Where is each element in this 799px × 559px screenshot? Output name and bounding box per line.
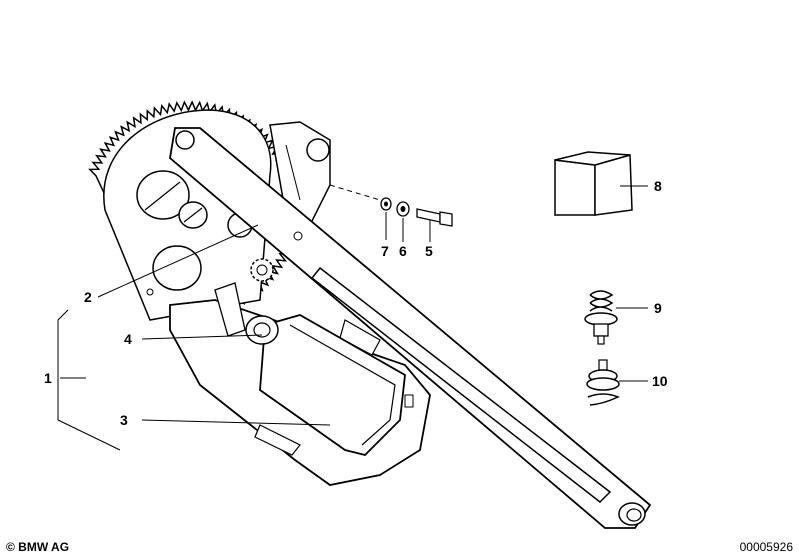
buffer-with-spring	[586, 359, 620, 406]
drive-pinion	[214, 282, 279, 345]
callout-8: 8	[654, 178, 662, 194]
callout-9: 9	[654, 300, 662, 316]
callout-7: 7	[381, 243, 389, 259]
callout-5: 5	[425, 243, 433, 259]
leader-lines	[57, 185, 648, 451]
angle-pad	[554, 151, 633, 216]
gear-sector	[88, 100, 300, 321]
diagram-id-label: 00005926	[739, 540, 793, 554]
callout-4: 4	[124, 331, 132, 347]
callout-3: 3	[120, 412, 128, 428]
callout-10: 10	[652, 373, 668, 389]
callout-6: 6	[399, 243, 407, 259]
copyright-label: © BMW AG	[6, 540, 70, 554]
callout-2: 2	[84, 289, 92, 305]
fastener-set	[329, 184, 453, 227]
drive-motor	[259, 314, 414, 456]
spring-buffer	[584, 290, 618, 345]
callout-1: 1	[44, 370, 52, 386]
regulator-arm	[169, 127, 652, 529]
small-sprocket	[250, 258, 274, 282]
